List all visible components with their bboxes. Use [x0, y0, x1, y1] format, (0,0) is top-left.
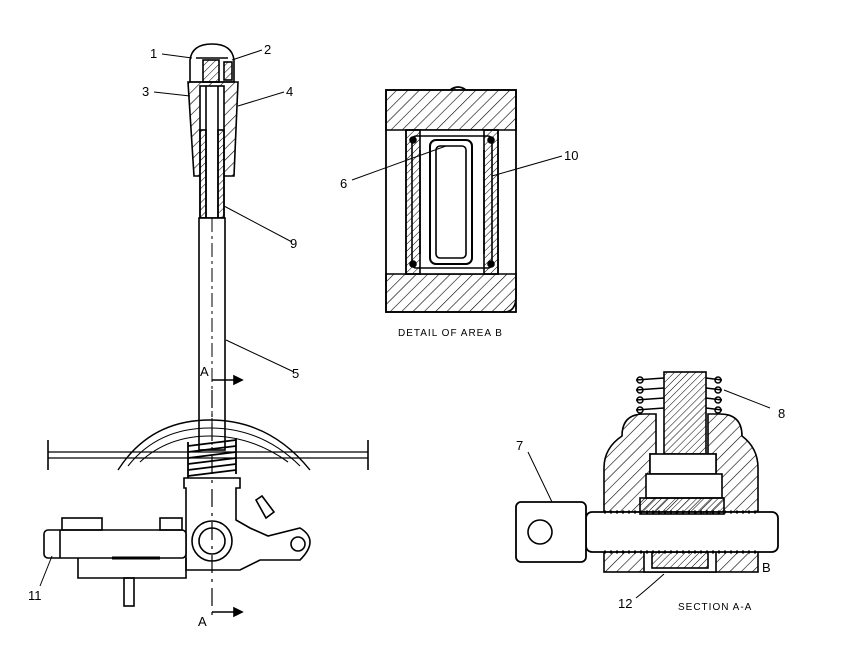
- callout-8: 8: [778, 406, 785, 421]
- callout-2: 2: [264, 42, 271, 57]
- callout-4: 4: [286, 84, 293, 99]
- callout-9: 9: [290, 236, 297, 251]
- main-assembly-view: [43, 43, 369, 618]
- section-spring: [635, 376, 723, 414]
- section-caption: SECTION A-A: [678, 602, 752, 613]
- detail-caption: DETAIL OF AREA B: [398, 328, 503, 339]
- lever-bar: [43, 529, 187, 559]
- callout-12: 12: [618, 596, 632, 611]
- section-marker-a-top: A: [200, 364, 209, 379]
- callout-5: 5: [292, 366, 299, 381]
- clevis: [515, 501, 587, 563]
- detail-view: [385, 86, 517, 313]
- section-view: [515, 371, 779, 573]
- boot-cover: [117, 419, 311, 471]
- callout-7: 7: [516, 438, 523, 453]
- callout-3: 3: [142, 84, 149, 99]
- section-marker-a-bottom: A: [198, 614, 207, 629]
- section-marker-b: B: [762, 560, 771, 575]
- section-cross-shaft: [585, 511, 779, 553]
- leader-lines-section: [527, 389, 771, 599]
- callout-1: 1: [150, 46, 157, 61]
- callout-6: 6: [340, 176, 347, 191]
- needle-bearing: [405, 129, 499, 275]
- callout-10: 10: [564, 148, 578, 163]
- leader-lines-detail: [351, 145, 563, 181]
- leader-lines-main: [39, 49, 295, 587]
- callout-11: 11: [28, 588, 42, 603]
